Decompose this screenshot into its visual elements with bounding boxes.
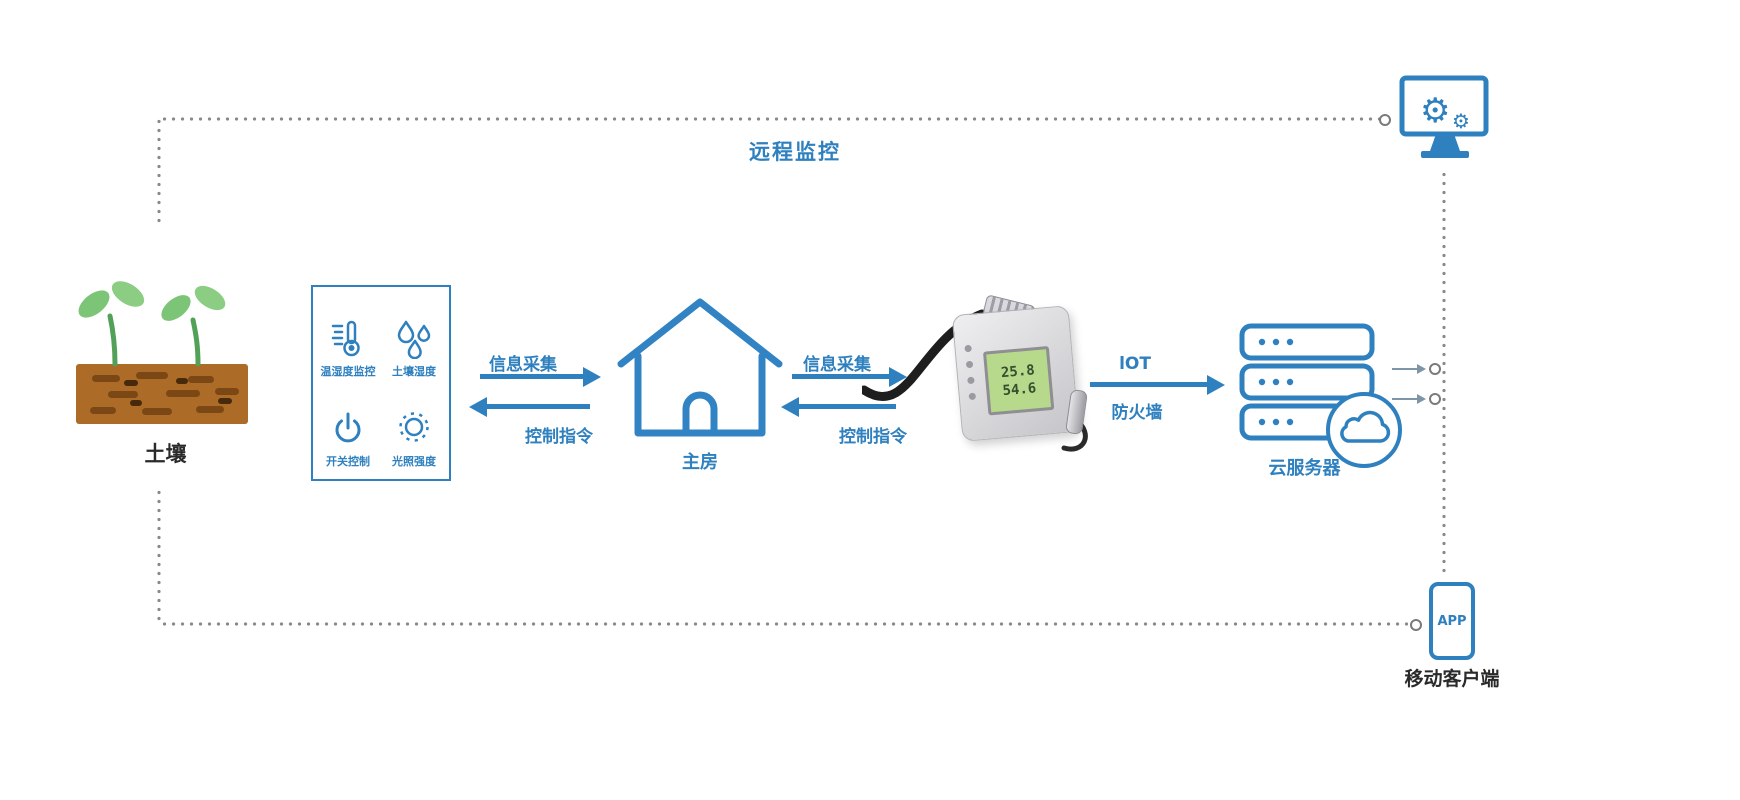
plant-leaf [111,281,145,307]
cloud-server-label: 云服务器 [1268,458,1341,479]
connector-ring-server-1 [1429,363,1441,375]
app-label: APP [1437,613,1467,629]
top-dotted-line [160,117,1380,121]
cloud-icon [1340,410,1391,443]
lcd-line2: 54.6 [1001,380,1037,400]
device-led [967,376,975,385]
lcd-line1: 25.8 [1000,362,1036,382]
arrow-iot [1090,382,1208,387]
panel-label-switch-control: 开关控制 [326,455,370,468]
arrow-server-out-2 [1392,398,1418,400]
thermometer-icon [331,320,360,357]
info-collect-label-right: 信息采集 [803,355,871,375]
water-drops-icon [397,320,431,359]
soil-plants-illustration [76,281,248,424]
connector-ring-server-2 [1429,393,1441,405]
firewall-label: 防火墙 [1111,403,1163,423]
arrow-control-left [486,404,590,409]
remote-monitoring-label: 远程监控 [749,140,841,164]
monitor-icon: ⚙ ⚙ [1399,75,1489,158]
panel-label-soil-moisture: 土壤湿度 [392,365,436,378]
sun-icon [399,412,429,442]
left-dotted-line-upper [157,117,161,225]
power-switch-icon [335,412,361,443]
left-dotted-line-lower [157,488,161,625]
control-cmd-label-left: 控制指令 [525,427,593,447]
house-icon [617,298,783,437]
arrow-server-out-1 [1392,368,1418,370]
panel-cell-temp-humidity: 温湿度监控 [315,293,381,383]
sensor-panel: 温湿度监控 土壤湿度 开关控制 光照强度 [311,285,451,481]
gear-large-icon: ⚙ [1420,91,1450,131]
plant-leaf [161,295,191,321]
device-led [965,360,974,369]
plant-stem [190,317,201,367]
device-lcd: 25.8 54.6 [982,345,1055,416]
cloud-server-icon [1239,323,1402,468]
panel-cell-switch-control: 开关控制 [315,383,381,473]
control-cmd-label-right: 控制指令 [839,427,907,447]
device-led [968,392,977,401]
connector-ring-top [1379,114,1391,126]
panel-label-temp-humidity: 温湿度监控 [320,365,376,378]
device-led [964,344,972,353]
panel-cell-light-intensity: 光照强度 [381,383,447,473]
info-collect-label-left: 信息采集 [489,355,557,375]
soil-label: 土壤 [144,442,187,466]
mobile-phone-icon: APP [1429,582,1475,660]
iot-gateway-device: 25.8 54.6 [862,294,1112,463]
plant-stem [107,313,118,367]
arrow-control-right [798,404,896,409]
gear-small-icon: ⚙ [1452,109,1470,133]
plant-leaf [194,285,226,311]
iot-label: lOT [1119,354,1151,374]
arrow-collect-left [480,374,584,379]
plant-leaf [78,290,110,318]
house-label: 主房 [682,452,718,473]
bottom-dotted-line [160,622,1408,626]
connector-ring-bottom [1410,619,1422,631]
panel-label-light-intensity: 光照强度 [392,455,436,468]
arrow-collect-right [792,374,890,379]
panel-cell-soil-moisture: 土壤湿度 [381,293,447,383]
mobile-client-label: 移动客户端 [1404,668,1500,690]
right-dotted-line [1442,170,1446,576]
device-body: 25.8 54.6 [951,305,1080,442]
